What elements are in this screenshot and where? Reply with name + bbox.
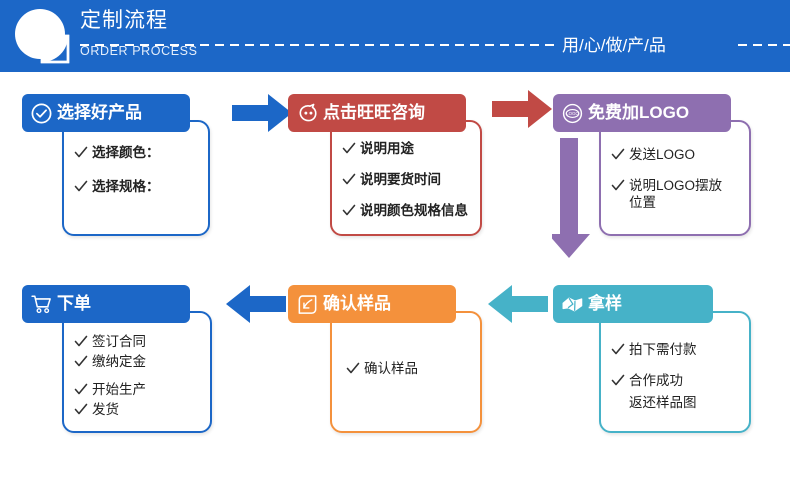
step-card-get-sample[interactable]: 拿样 拍下需付款 合作成功 返还样品图 bbox=[553, 285, 751, 433]
list-item-label: 说明要货时间 bbox=[360, 172, 441, 187]
check-icon bbox=[74, 146, 88, 158]
list-item: 签订合同 bbox=[74, 333, 214, 350]
arrow-step1-to-step2 bbox=[232, 94, 292, 132]
step-card-place-order[interactable]: 下单 签订合同 缴纳定金 开始生产 bbox=[22, 285, 214, 433]
check-icon bbox=[346, 362, 360, 374]
step-card-header: 确认样品 bbox=[288, 285, 456, 323]
check-circle-icon bbox=[31, 103, 52, 123]
list-item-label: 发送LOGO bbox=[629, 147, 696, 162]
step-card-title: 下单 bbox=[57, 294, 91, 313]
wangwang-face-icon bbox=[299, 103, 317, 121]
step-card-title: 点击旺旺咨询 bbox=[323, 103, 425, 122]
list-item-label: 选择颜色： bbox=[92, 145, 160, 160]
step-card-free-logo[interactable]: LOGO 免费加LOGO 发送LOGO 说明LOGO摆放 位置 bbox=[553, 94, 751, 239]
step-card-body bbox=[62, 311, 212, 433]
list-item: 说明要货时间 bbox=[342, 171, 482, 188]
list-item-label: 发货 bbox=[92, 402, 119, 417]
arrow-step2-to-step3 bbox=[492, 90, 552, 128]
list-item-label: 说明LOGO摆放 位置 bbox=[629, 178, 723, 210]
logo-badge-icon: LOGO bbox=[562, 103, 583, 123]
arrow-step5-to-step4 bbox=[226, 285, 286, 323]
list-item: 说明颜色规格信息 bbox=[342, 202, 482, 219]
leaf-check-icon bbox=[298, 294, 317, 314]
page-title: 定制流程 bbox=[80, 9, 168, 32]
check-icon bbox=[74, 383, 88, 395]
step-card-header: 下单 bbox=[22, 285, 190, 323]
step-card-title: 拿样 bbox=[588, 294, 622, 313]
step-card-consult-wangwang[interactable]: 点击旺旺咨询 说明用途 说明要货时间 说明颜色规格信息 bbox=[288, 94, 482, 239]
list-item-label: 缴纳定金 bbox=[92, 354, 146, 369]
step-card-header: 点击旺旺咨询 bbox=[288, 94, 466, 132]
check-icon bbox=[342, 173, 356, 185]
handshake-icon bbox=[562, 297, 583, 311]
list-item: 选择规格： bbox=[74, 178, 210, 195]
header-slogan: 用/心/做/产/品 bbox=[562, 36, 666, 55]
step-card-item-list: 发送LOGO 说明LOGO摆放 位置 bbox=[611, 146, 751, 225]
step-card-item-list: 拍下需付款 合作成功 返还样品图 bbox=[611, 341, 751, 425]
list-item: 说明LOGO摆放 位置 bbox=[611, 177, 751, 211]
list-item: 选择颜色： bbox=[74, 144, 210, 161]
list-item-label: 合作成功 bbox=[629, 373, 683, 388]
arrow-step3-to-step4 bbox=[552, 138, 590, 258]
list-item-label: 返还样品图 bbox=[629, 395, 697, 410]
step-card-item-list: 说明用途 说明要货时间 说明颜色规格信息 bbox=[342, 140, 482, 233]
step-card-header: 选择好产品 bbox=[22, 94, 190, 132]
header-dashed-rule-left bbox=[80, 44, 560, 46]
list-item: 返还样品图 bbox=[611, 394, 751, 411]
step-card-confirm-sample[interactable]: 确认样品 确认样品 bbox=[288, 285, 482, 433]
check-icon bbox=[74, 403, 88, 415]
step-card-item-list: 确认样品 bbox=[346, 360, 486, 377]
svg-text:LOGO: LOGO bbox=[566, 111, 579, 116]
arrow-step6-to-step5 bbox=[488, 285, 548, 323]
check-icon bbox=[611, 343, 625, 355]
list-item: 开始生产 bbox=[74, 381, 214, 398]
list-item-label: 说明用途 bbox=[360, 141, 414, 156]
step-card-item-list: 选择颜色： 选择规格： bbox=[74, 144, 210, 212]
step-card-title: 免费加LOGO bbox=[588, 103, 690, 122]
check-icon bbox=[611, 148, 625, 160]
step-card-title: 选择好产品 bbox=[57, 103, 142, 122]
check-icon bbox=[74, 355, 88, 367]
list-item: 合作成功 bbox=[611, 372, 751, 389]
step-card-choose-product[interactable]: 选择好产品 选择颜色： 选择规格： bbox=[22, 94, 212, 239]
list-item-label: 开始生产 bbox=[92, 382, 146, 397]
step-card-body bbox=[330, 311, 482, 433]
list-item-label: 选择规格： bbox=[92, 179, 160, 194]
step-card-title: 确认样品 bbox=[323, 294, 391, 313]
step-card-item-list: 签订合同 缴纳定金 开始生产 发货 bbox=[74, 333, 214, 421]
list-item-label: 说明颜色规格信息 bbox=[360, 203, 468, 218]
list-item: 说明用途 bbox=[342, 140, 482, 157]
step-card-body bbox=[62, 120, 210, 236]
list-item-label: 拍下需付款 bbox=[629, 342, 697, 357]
check-icon bbox=[611, 179, 625, 191]
list-item: 发送LOGO bbox=[611, 146, 751, 163]
header-dashed-rule-right bbox=[738, 44, 790, 46]
check-icon bbox=[74, 180, 88, 192]
step-card-header: 拿样 bbox=[553, 285, 713, 323]
step-card-body bbox=[599, 120, 751, 236]
check-icon bbox=[342, 142, 356, 154]
list-item: 确认样品 bbox=[346, 360, 486, 377]
header-title-group: 定制流程 ORDER PROCESS bbox=[80, 8, 380, 59]
shopping-cart-icon bbox=[31, 294, 51, 313]
list-item: 发货 bbox=[74, 401, 214, 418]
check-icon bbox=[74, 335, 88, 347]
check-icon bbox=[342, 204, 356, 216]
pie-logo-icon bbox=[15, 9, 70, 64]
check-icon bbox=[611, 374, 625, 386]
page-subtitle: ORDER PROCESS bbox=[80, 44, 198, 58]
list-item: 缴纳定金 bbox=[74, 353, 214, 370]
page-header: 定制流程 ORDER PROCESS 用/心/做/产/品 bbox=[0, 0, 790, 72]
list-item-label: 确认样品 bbox=[364, 361, 418, 376]
step-card-header: LOGO 免费加LOGO bbox=[553, 94, 731, 132]
list-item: 拍下需付款 bbox=[611, 341, 751, 358]
list-item-label: 签订合同 bbox=[92, 334, 146, 349]
step-card-body bbox=[330, 120, 482, 236]
